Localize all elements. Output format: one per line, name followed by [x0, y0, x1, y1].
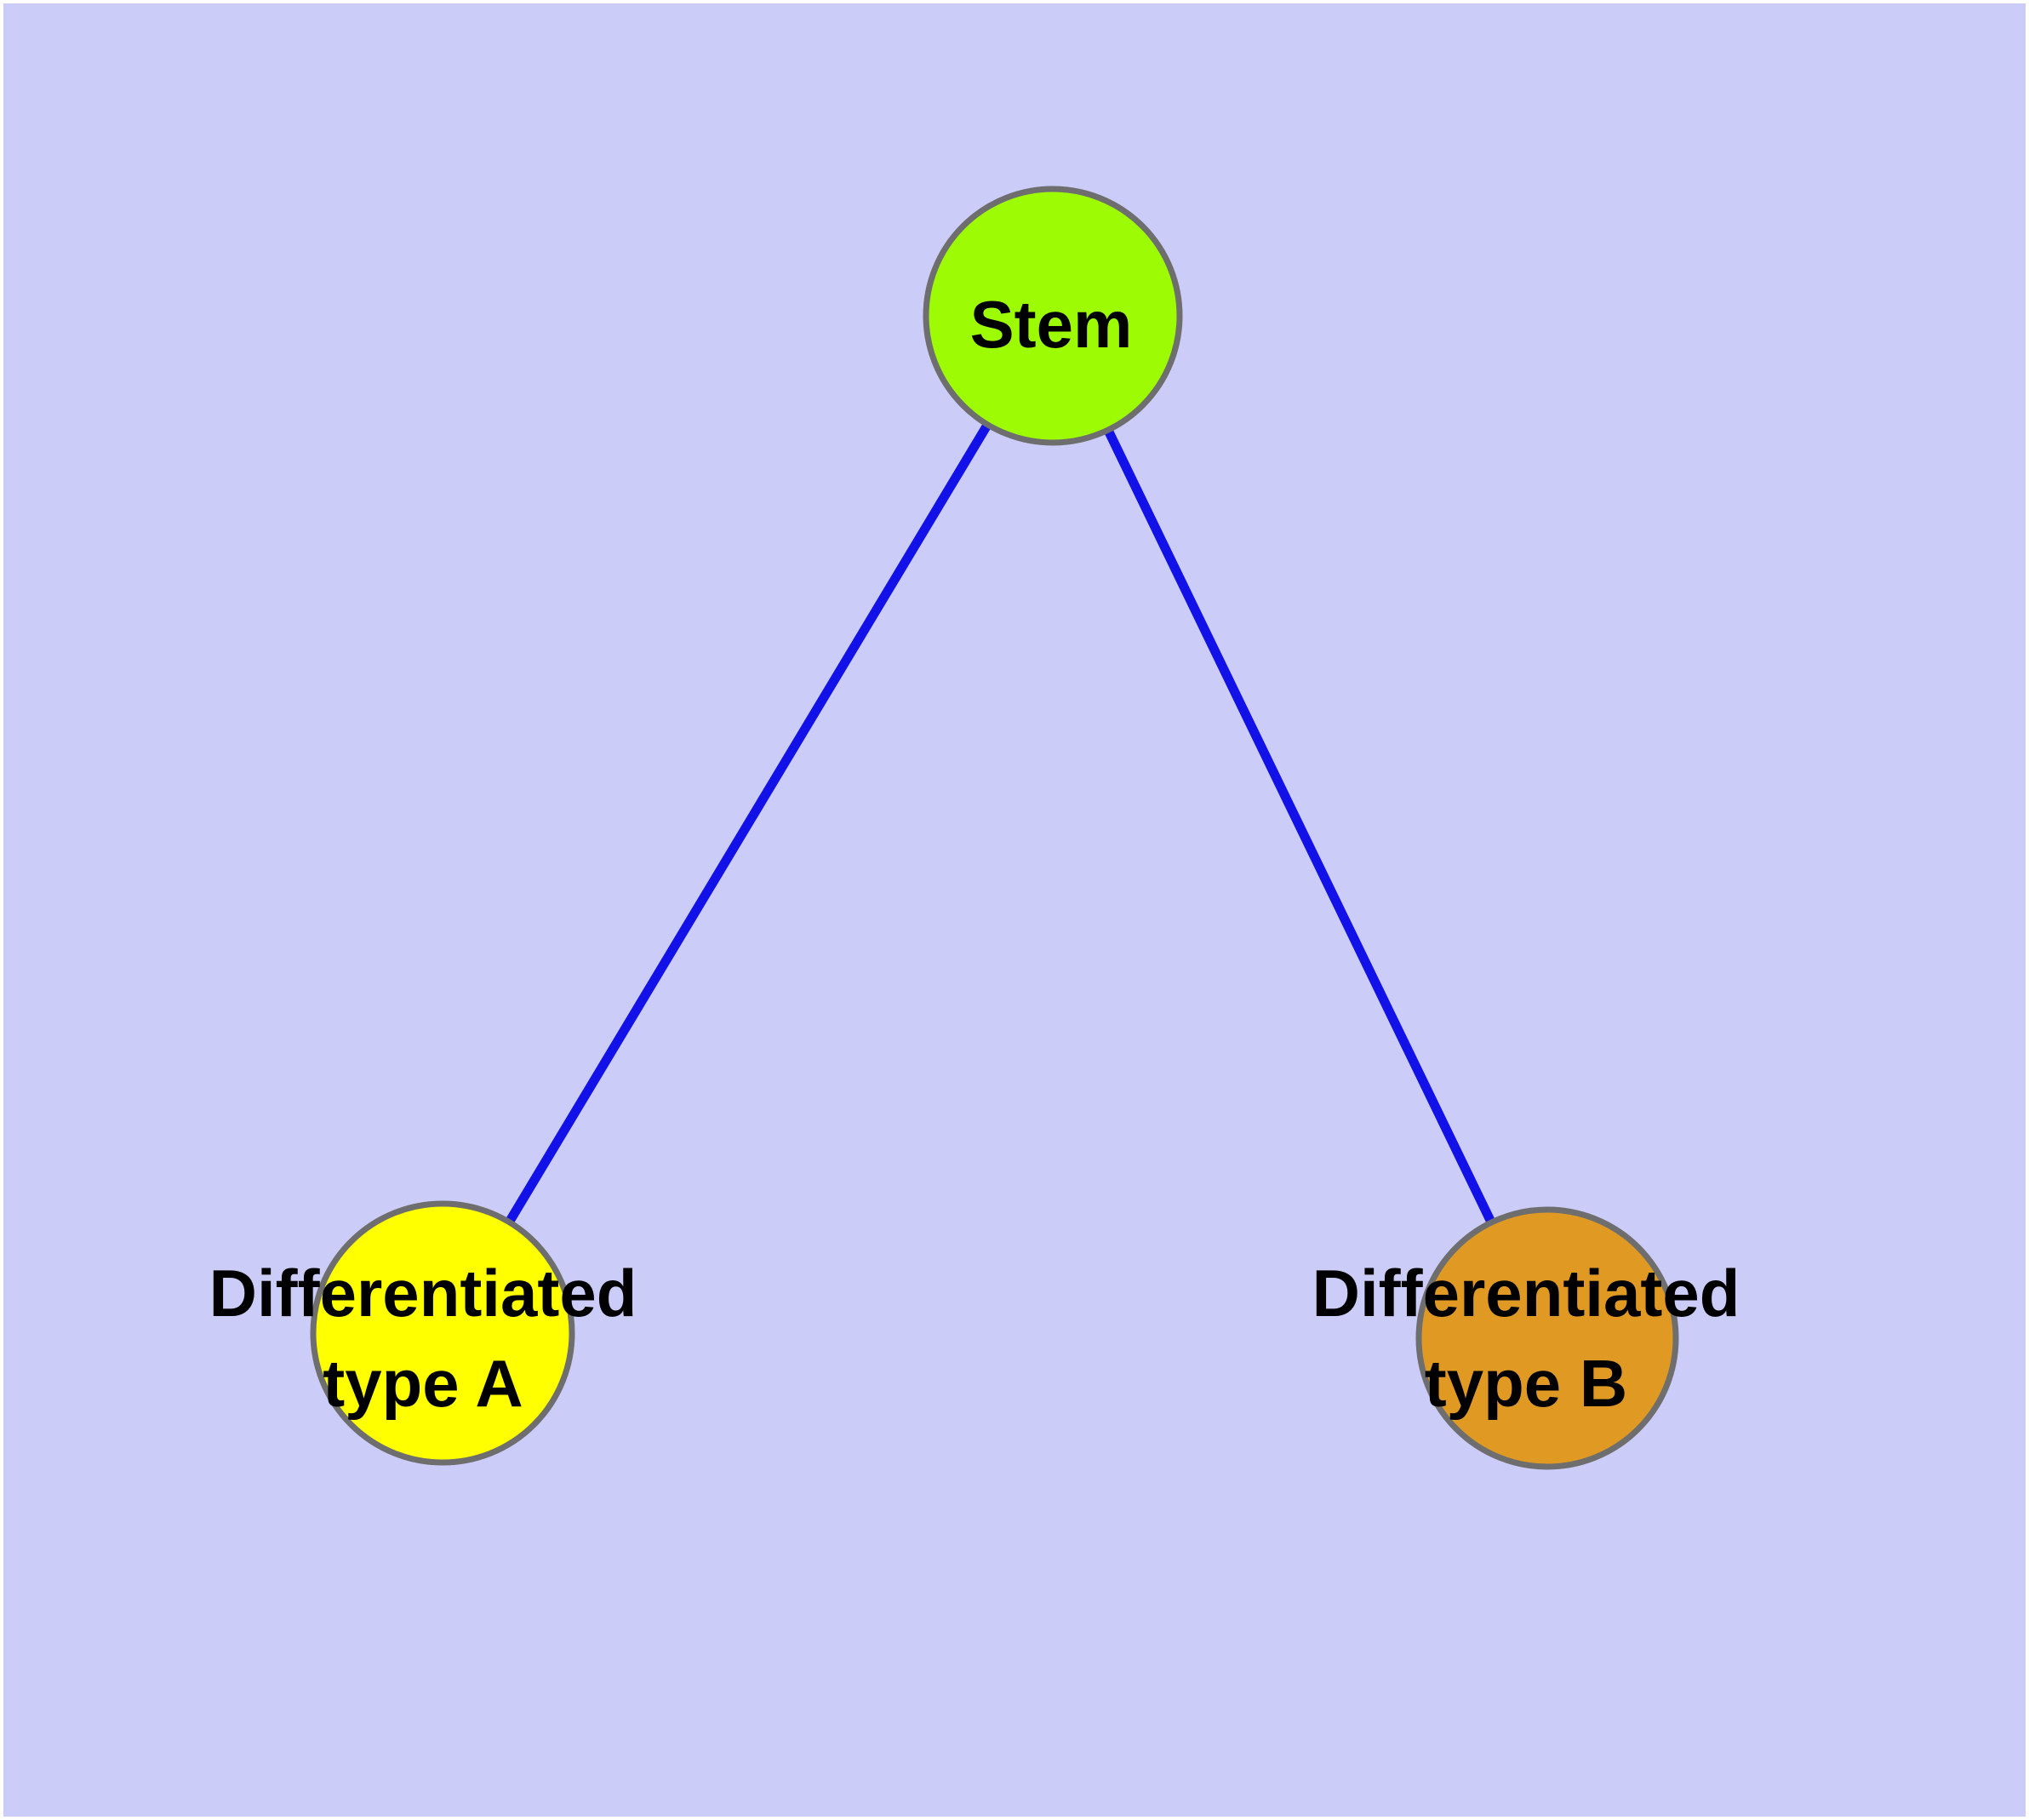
node-differentiated-b-circle[interactable]: [1415, 1206, 1679, 1470]
edge-stem-to-differentiated-a[interactable]: [438, 313, 1057, 1336]
node-differentiated-b[interactable]: [1415, 1206, 1679, 1470]
node-differentiated-b-label-line1: Differentiated: [1312, 1256, 1740, 1331]
node-layer: Stem Differentiated type A Differentiate…: [209, 186, 1740, 1470]
edge-layer: [438, 313, 1552, 1341]
node-differentiated-a-label-line2: type A: [323, 1346, 523, 1421]
node-stem-label: Stem: [970, 287, 1133, 362]
node-differentiated-a[interactable]: [310, 1200, 575, 1466]
node-differentiated-b-label-line2: type B: [1425, 1346, 1627, 1421]
node-differentiated-a-circle[interactable]: [310, 1200, 575, 1466]
node-stem-circle[interactable]: [923, 186, 1183, 446]
edge-stem-to-differentiated-b[interactable]: [1049, 313, 1552, 1341]
node-differentiated-a-label-group: Differentiated type A: [209, 1256, 637, 1421]
node-stem[interactable]: Stem: [923, 186, 1183, 446]
node-differentiated-b-label-group: Differentiated type B: [1312, 1256, 1740, 1421]
node-differentiated-a-label-line1: Differentiated: [209, 1256, 637, 1331]
